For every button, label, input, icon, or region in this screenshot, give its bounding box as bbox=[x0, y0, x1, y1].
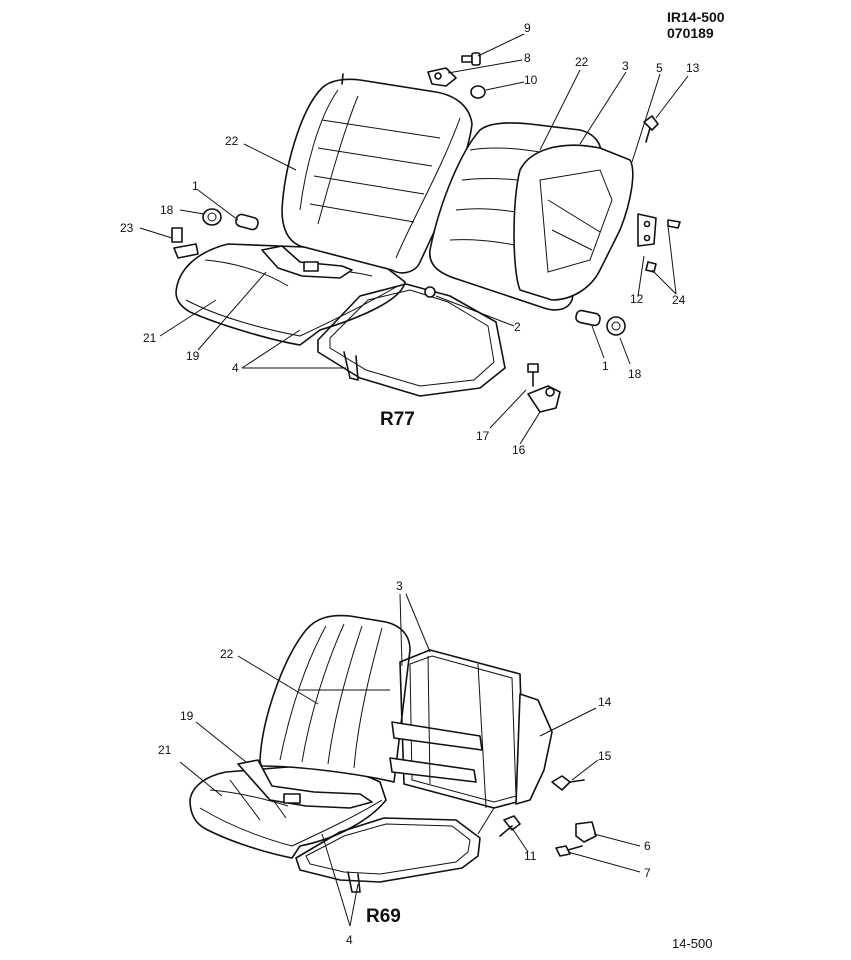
callout-19: 19 bbox=[186, 349, 200, 363]
r77-hinge-plate bbox=[637, 213, 657, 247]
r69-cushion-wire bbox=[295, 817, 481, 883]
r77-seat-back bbox=[281, 78, 473, 274]
r77-seat-belt bbox=[261, 245, 353, 279]
r77-leader-lines bbox=[139, 33, 689, 445]
callout-1-left: 1 bbox=[192, 179, 199, 193]
r69-assembly bbox=[189, 614, 597, 893]
callout-6: 6 bbox=[644, 839, 651, 853]
callout-22-r69: 22 bbox=[220, 647, 234, 661]
r77-assembly bbox=[171, 52, 681, 413]
callout-8: 8 bbox=[524, 51, 531, 65]
callout-16: 16 bbox=[512, 443, 526, 457]
r69-callouts: 3 22 14 19 21 15 6 11 7 4 bbox=[158, 579, 651, 947]
callout-18-left: 18 bbox=[160, 203, 174, 217]
callout-7: 7 bbox=[644, 866, 651, 880]
callout-22-back: 22 bbox=[225, 134, 239, 148]
callout-3: 3 bbox=[622, 59, 629, 73]
callout-17: 17 bbox=[476, 429, 490, 443]
callout-9: 9 bbox=[524, 21, 531, 35]
r69-hardware bbox=[499, 775, 597, 857]
callout-15: 15 bbox=[598, 749, 612, 763]
callout-13: 13 bbox=[686, 61, 700, 75]
callout-22-panel: 22 bbox=[575, 55, 589, 69]
model-label-r77: R77 bbox=[380, 409, 415, 430]
callout-2: 2 bbox=[514, 320, 521, 334]
r77-callouts: 9 8 10 22 22 3 5 13 1 18 23 21 19 4 2 12… bbox=[120, 21, 700, 457]
r69-seat-back bbox=[259, 614, 411, 783]
r69-leader-lines bbox=[179, 593, 641, 927]
callout-5: 5 bbox=[656, 61, 663, 75]
r69-back-panel bbox=[515, 693, 553, 805]
r69-seat-cushion bbox=[189, 765, 387, 859]
diagram-code: IR14-500 bbox=[667, 9, 725, 25]
callout-4-r69: 4 bbox=[346, 933, 353, 947]
callout-14: 14 bbox=[598, 695, 612, 709]
callout-18-right: 18 bbox=[628, 367, 642, 381]
callout-12: 12 bbox=[630, 292, 644, 306]
r77-hardware bbox=[171, 52, 681, 413]
callout-19-r69: 19 bbox=[180, 709, 194, 723]
callout-24: 24 bbox=[672, 293, 686, 307]
callout-23: 23 bbox=[120, 221, 134, 235]
callout-4: 4 bbox=[232, 361, 239, 375]
callout-3-r69: 3 bbox=[396, 579, 403, 593]
callout-11: 11 bbox=[524, 849, 537, 863]
page-reference: 14-500 bbox=[672, 936, 712, 951]
callout-21: 21 bbox=[143, 331, 157, 345]
r77-back-frame bbox=[513, 144, 634, 301]
callout-21-r69: 21 bbox=[158, 743, 172, 757]
diagram-date-code: 070189 bbox=[667, 25, 714, 41]
callout-1-right: 1 bbox=[602, 359, 609, 373]
r77-wire-frame bbox=[317, 283, 506, 397]
model-label-r69: R69 bbox=[366, 906, 401, 927]
r69-back-wire-frame bbox=[389, 649, 525, 809]
callout-10: 10 bbox=[524, 73, 538, 87]
